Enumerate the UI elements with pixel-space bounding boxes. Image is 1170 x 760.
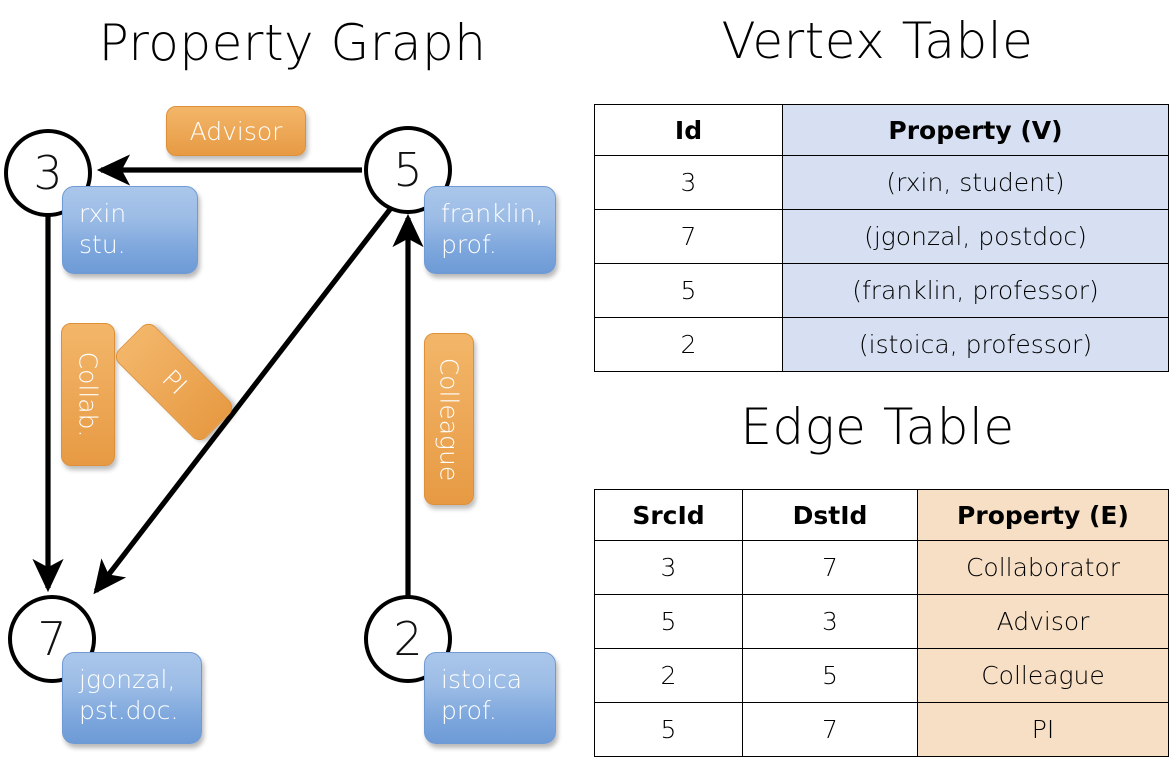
- page-title-edge-table: Edge Table: [740, 398, 1015, 456]
- edge-cell-property: Collaborator: [917, 540, 1169, 595]
- graph-node-5[interactable]: 5: [364, 126, 452, 214]
- edge-label-colleague: Colleague: [424, 333, 474, 505]
- edge-cell-property: PI: [917, 702, 1169, 757]
- vertex-cell-property: (jgonzal, postdoc): [782, 209, 1169, 264]
- bubble-jgonzal-line2: pst.doc.: [79, 695, 179, 725]
- table-row[interactable]: 2 5 Colleague: [594, 648, 1169, 703]
- graph-node-2-label: 2: [393, 612, 423, 666]
- edge-label-collab-text: Collab.: [73, 351, 103, 438]
- edge-cell-srcid: 5: [594, 594, 743, 649]
- vertex-cell-id: 2: [594, 317, 783, 372]
- graph-node-5-label: 5: [393, 143, 423, 197]
- vertex-cell-id: 7: [594, 209, 783, 264]
- table-row[interactable]: 5 (franklin, professor): [594, 263, 1169, 318]
- table-row[interactable]: 3 (rxin, student): [594, 155, 1169, 210]
- edge-cell-property: Colleague: [917, 648, 1169, 703]
- property-graph-diagram: 3 5 7 2 rxin stu. franklin, prof. jgonza…: [4, 106, 556, 744]
- vertex-cell-property: (franklin, professor): [782, 263, 1169, 318]
- graph-edges-layer: [32, 154, 424, 598]
- node-property-bubble-rxin: rxin stu.: [62, 186, 198, 274]
- edge-cell-srcid: 5: [594, 702, 743, 757]
- vertex-table-header-row: Id Property (V): [594, 104, 1169, 156]
- table-row[interactable]: 2 (istoica, professor): [594, 317, 1169, 372]
- vertex-cell-property: (rxin, student): [782, 155, 1169, 210]
- bubble-jgonzal-line1: jgonzal,: [79, 665, 176, 694]
- bubble-istoica-line1: istoica: [441, 665, 523, 694]
- edge-cell-dstid: 3: [742, 594, 918, 649]
- edge-table-header-row: SrcId DstId Property (E): [594, 489, 1169, 541]
- edge-cell-dstid: 5: [742, 648, 918, 703]
- edge-table: SrcId DstId Property (E) 3 7 Collaborato…: [594, 489, 1169, 757]
- table-row[interactable]: 7 (jgonzal, postdoc): [594, 209, 1169, 264]
- bubble-rxin-line1: rxin: [79, 199, 127, 228]
- page-title-vertex-table: Vertex Table: [721, 12, 1034, 70]
- edge-table-header-dstid: DstId: [742, 489, 918, 541]
- edge-label-advisor-text: Advisor: [189, 116, 283, 146]
- page-title-property-graph: Property Graph: [98, 14, 487, 72]
- edge-cell-dstid: 7: [742, 540, 918, 595]
- edge-cell-srcid: 3: [594, 540, 743, 595]
- edge-label-advisor: Advisor: [166, 106, 306, 156]
- node-property-bubble-jgonzal: jgonzal, pst.doc.: [62, 652, 202, 744]
- edge-cell-dstid: 7: [742, 702, 918, 757]
- edge-table-header-srcid: SrcId: [594, 489, 743, 541]
- graph-node-3-label: 3: [33, 146, 63, 200]
- edge-cell-srcid: 2: [594, 648, 743, 703]
- edge-label-pi-text: PI: [155, 363, 193, 401]
- bubble-rxin-line2: stu.: [79, 229, 126, 259]
- vertex-table-header-property: Property (V): [782, 104, 1169, 156]
- edge-label-collab: Collab.: [61, 323, 115, 466]
- edge-label-colleague-text: Colleague: [434, 357, 464, 481]
- bubble-franklin-line2: prof.: [441, 229, 497, 259]
- vertex-cell-property: (istoica, professor): [782, 317, 1169, 372]
- vertex-cell-id: 3: [594, 155, 783, 210]
- node-property-bubble-franklin: franklin, prof.: [424, 186, 556, 274]
- vertex-cell-id: 5: [594, 263, 783, 318]
- table-row[interactable]: 3 7 Collaborator: [594, 540, 1169, 595]
- vertex-table: Id Property (V) 3 (rxin, student) 7 (jgo…: [594, 104, 1169, 372]
- edge-5-to-7: [93, 206, 394, 595]
- edge-cell-property: Advisor: [917, 594, 1169, 649]
- vertex-table-header-id: Id: [594, 104, 783, 156]
- table-row[interactable]: 5 7 PI: [594, 702, 1169, 757]
- node-property-bubble-istoica: istoica prof.: [424, 652, 556, 744]
- bubble-franklin-line1: franklin,: [441, 199, 544, 228]
- table-row[interactable]: 5 3 Advisor: [594, 594, 1169, 649]
- edge-table-header-property: Property (E): [917, 489, 1169, 541]
- graph-node-2[interactable]: 2: [364, 595, 452, 683]
- graph-node-7-label: 7: [37, 612, 67, 666]
- bubble-istoica-line2: prof.: [441, 695, 497, 725]
